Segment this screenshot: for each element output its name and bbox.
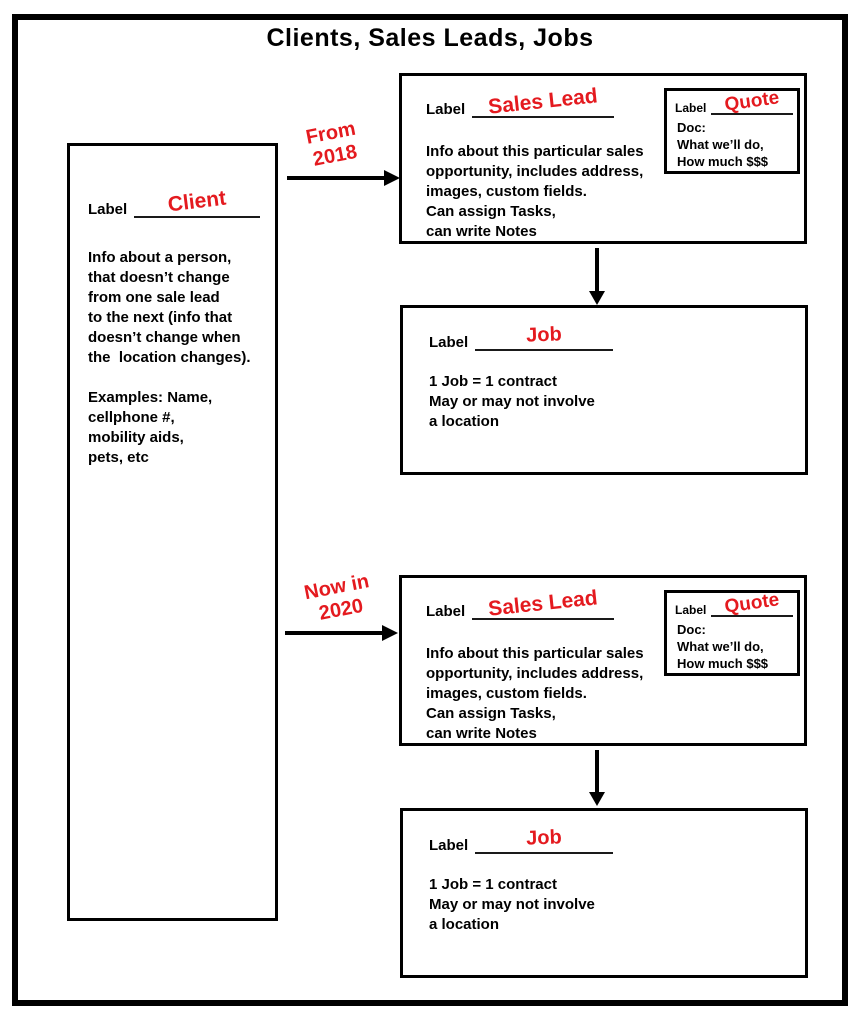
- client-label-value: Client: [166, 186, 228, 217]
- sales-lead-box-2018: Label Sales Lead Info about this particu…: [399, 73, 807, 244]
- client-label-prefix: Label: [88, 201, 128, 218]
- quote-label-value: Quote: [723, 589, 781, 618]
- quote-box-2020: Label Quote Doc: What we’ll do, How much…: [664, 589, 800, 676]
- client-label-row: Label Client: [88, 184, 261, 218]
- arrow-head: [589, 291, 605, 305]
- arrow-head: [589, 792, 605, 806]
- quote-description: Doc: What we’ll do, How much $$$: [677, 120, 769, 169]
- quote-label-row: Label Quote: [675, 87, 794, 116]
- job-label-value: Job: [526, 826, 563, 850]
- right-arrow-icon: [285, 624, 398, 642]
- job-box-2020: Label Job 1 Job = 1 contract May or may …: [400, 808, 808, 978]
- quote-label-row: Label Quote: [675, 589, 794, 618]
- arrow-shaft: [287, 176, 384, 180]
- arrow-shaft: [285, 631, 382, 635]
- job-label-prefix: Label: [429, 837, 469, 854]
- sales-lead-label-value: Sales Lead: [487, 84, 599, 119]
- down-arrow-icon: [588, 750, 606, 806]
- quote-label-underline: Quote: [711, 87, 794, 116]
- job-description: 1 Job = 1 contract May or may not involv…: [429, 373, 595, 430]
- sales-lead-label-prefix: Label: [426, 101, 466, 118]
- quote-label-underline: Quote: [711, 589, 794, 618]
- down-arrow-icon: [588, 248, 606, 305]
- quote-label-value: Quote: [723, 87, 781, 116]
- quote-box-2018: Label Quote Doc: What we’ll do, How much…: [664, 87, 800, 174]
- right-arrow-icon: [287, 169, 400, 187]
- diagram-title: Clients, Sales Leads, Jobs: [266, 24, 594, 52]
- sales-lead-label-prefix: Label: [426, 603, 466, 620]
- job-label-row: Label Job: [429, 822, 614, 854]
- sales-lead-label-underline: Sales Lead: [472, 84, 615, 119]
- client-box: Label Client Info about a person, that d…: [67, 143, 278, 921]
- job-label-prefix: Label: [429, 334, 469, 351]
- arrow-shaft: [595, 248, 599, 291]
- client-box-description: Info about a person, that doesn’t change…: [88, 249, 251, 466]
- sales-lead-label-row: Label Sales Lead: [426, 84, 615, 119]
- arrow-head: [384, 170, 400, 186]
- job-label-row: Label Job: [429, 319, 614, 351]
- sales-lead-box-2020: Label Sales Lead Info about this particu…: [399, 575, 807, 746]
- sales-lead-label-value: Sales Lead: [487, 586, 599, 621]
- sales-lead-label-underline: Sales Lead: [472, 586, 615, 621]
- job-description: 1 Job = 1 contract May or may not involv…: [429, 876, 595, 933]
- job-box-2018: Label Job 1 Job = 1 contract May or may …: [400, 305, 808, 475]
- quote-label-prefix: Label: [675, 603, 707, 617]
- quote-description: Doc: What we’ll do, How much $$$: [677, 622, 769, 671]
- arrow-shaft: [595, 750, 599, 792]
- quote-label-prefix: Label: [675, 101, 707, 115]
- sales-lead-description: Info about this particular sales opportu…: [426, 645, 644, 742]
- sales-lead-description: Info about this particular sales opportu…: [426, 143, 644, 240]
- job-label-underline: Job: [475, 822, 614, 854]
- job-label-value: Job: [526, 323, 563, 347]
- sales-lead-label-row: Label Sales Lead: [426, 586, 615, 621]
- client-label-underline: Client: [134, 184, 261, 218]
- job-label-underline: Job: [475, 319, 614, 351]
- arrow-head: [382, 625, 398, 641]
